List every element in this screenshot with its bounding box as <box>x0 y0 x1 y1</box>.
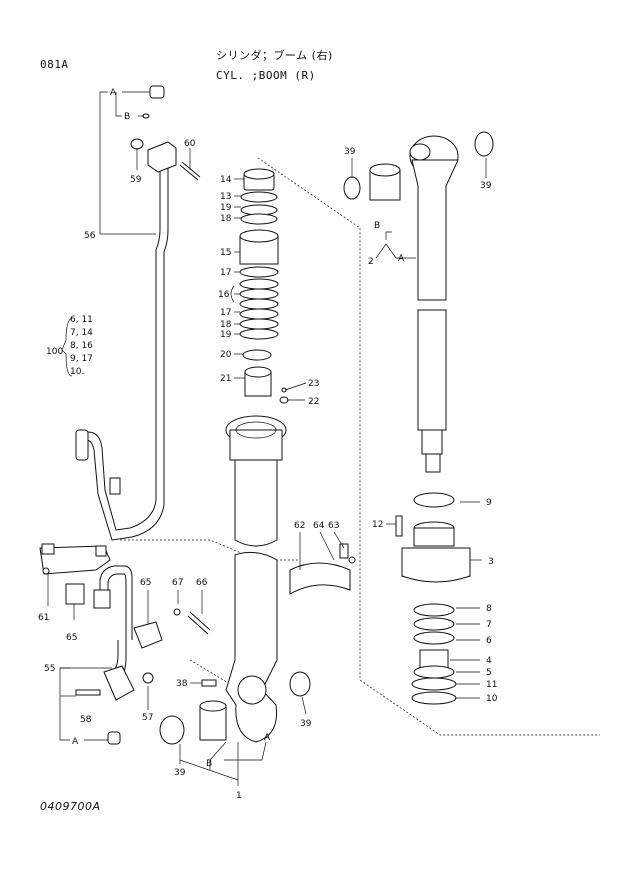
ref-b-bottom: B <box>206 759 212 769</box>
callout-10: 10 <box>486 694 498 704</box>
kit-item-1: 6, 11 <box>70 315 93 325</box>
kit-item-4: 9, 17 <box>70 354 93 364</box>
callout-15: 15 <box>220 248 231 258</box>
callout-3: 3 <box>488 557 494 567</box>
piston-assembly <box>395 492 471 705</box>
callout-8: 8 <box>486 604 492 614</box>
callout-66: 66 <box>196 578 208 588</box>
fitting-59 <box>130 113 177 173</box>
kit-item-3: 8, 16 <box>70 341 93 351</box>
callout-39d: 39 <box>174 768 186 778</box>
ref-a-bottom: A <box>264 733 271 743</box>
band-62 <box>289 543 356 595</box>
reference-letters: A B A B A B A <box>72 88 405 769</box>
callout-12: 12 <box>372 520 383 530</box>
callout-59: 59 <box>130 175 142 185</box>
bolt-66 <box>173 608 211 635</box>
callout-17a: 17 <box>220 268 231 278</box>
callout-19a: 19 <box>220 203 232 213</box>
callout-58: 58 <box>80 715 92 725</box>
callout-11: 11 <box>486 680 497 690</box>
callout-67: 67 <box>172 578 183 588</box>
callout-23: 23 <box>308 379 319 389</box>
callout-18a: 18 <box>220 214 232 224</box>
callout-61: 61 <box>38 613 49 623</box>
ref-b-right: B <box>374 221 380 231</box>
callout-60: 60 <box>184 139 196 149</box>
kit-number: 100 <box>46 347 63 357</box>
piston-rod-2 <box>343 131 494 473</box>
callout-39c: 39 <box>300 719 312 729</box>
callout-39b: 39 <box>480 181 492 191</box>
leader-lines <box>47 91 487 786</box>
callout-13: 13 <box>220 192 231 202</box>
callout-2: 2 <box>368 257 374 267</box>
callout-1: 1 <box>236 791 242 801</box>
callout-39a: 39 <box>344 147 356 157</box>
callout-64: 64 <box>313 521 325 531</box>
assembly-outline <box>120 157 600 736</box>
callout-14: 14 <box>220 175 232 185</box>
callout-21: 21 <box>220 374 231 384</box>
ref-a-left: A <box>72 737 79 747</box>
callout-19b: 19 <box>220 330 232 340</box>
page-code: 081A <box>40 58 69 71</box>
callout-56: 56 <box>84 231 96 241</box>
kit-item-2: 7, 14 <box>70 328 93 338</box>
drawing-number: 0409700A <box>40 800 101 813</box>
callout-38: 38 <box>176 679 188 689</box>
pin-38 <box>201 679 217 687</box>
seal-kit-100: 100 6, 11 7, 14 8, 16 9, 17 10. <box>46 315 93 377</box>
callout-57: 57 <box>142 713 153 723</box>
callout-17b: 17 <box>220 308 231 318</box>
callout-65b: 65 <box>66 633 77 643</box>
callout-7: 7 <box>486 620 492 630</box>
ref-a-top: A <box>110 88 117 98</box>
callout-5: 5 <box>486 668 492 678</box>
callout-20: 20 <box>220 350 232 360</box>
callout-62: 62 <box>294 521 305 531</box>
kit-item-5: 10. <box>70 367 84 377</box>
callout-55: 55 <box>44 664 55 674</box>
callout-63: 63 <box>328 521 339 531</box>
title-english: CYL. ;BOOM (R) <box>216 69 316 82</box>
ref-b-top: B <box>124 112 130 122</box>
hose-pipe-56 <box>75 160 169 541</box>
gland-stack <box>239 168 289 404</box>
callout-18b: 18 <box>220 320 232 330</box>
ref-a-right: A <box>398 254 405 264</box>
callout-16: 16 <box>218 290 230 300</box>
bushing-39-left <box>159 671 311 745</box>
callout-9: 9 <box>486 498 492 508</box>
callout-22: 22 <box>308 397 319 407</box>
cylinder-tube-1 <box>225 415 287 743</box>
bolt-60 <box>179 161 201 181</box>
title-japanese: シリンダ；ブーム (右) <box>216 49 333 62</box>
callout-65a: 65 <box>140 578 151 588</box>
callout-6: 6 <box>486 636 492 646</box>
plug-A-bottom <box>107 731 121 745</box>
plug-A-top <box>149 85 165 99</box>
callouts: 1 2 3 4 5 6 7 8 9 10 11 12 13 14 15 16 1… <box>38 139 498 801</box>
pipe-group-55 <box>39 543 163 701</box>
callout-4: 4 <box>486 656 492 666</box>
bolt-58 <box>75 689 101 696</box>
